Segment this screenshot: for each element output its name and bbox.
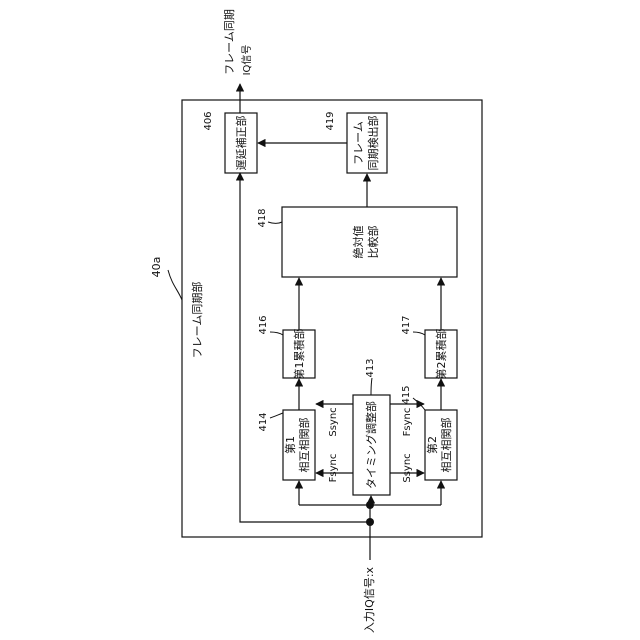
corr1-line1: 第1 (283, 436, 297, 454)
ssync-label-left: Ssync (328, 407, 339, 436)
delay-correction-label: 遅延補正部 (234, 116, 248, 171)
accum1-label: 第1累積部 (292, 329, 306, 380)
corr1-line2: 相互相関部 (297, 418, 311, 473)
timing-ref: 413 (365, 358, 376, 377)
system-title: フレーム同期部 (190, 282, 204, 359)
accum1-ref-leader (270, 332, 283, 335)
frame-sync-detect-line2: 同期検出部 (366, 116, 380, 171)
corr1-ref-leader (270, 413, 283, 418)
corr2-ref: 415 (401, 385, 412, 404)
ssync-label-right: Ssync (402, 453, 413, 482)
frame-sync-detect-ref: 419 (325, 111, 336, 130)
accum2-ref: 417 (401, 315, 412, 334)
abs-compare-line2: 比較部 (366, 226, 380, 259)
abs-compare-line1: 絶対値 (351, 226, 365, 259)
accum2-ref-leader (413, 332, 425, 335)
output-title: フレーム同期 (223, 9, 236, 75)
accum1-ref: 416 (258, 315, 269, 334)
corr2-line1: 第2 (425, 436, 439, 454)
output-subtitle: IQ信号 (241, 45, 253, 76)
corr2-line2: 相互相関部 (439, 418, 453, 473)
accum2-label: 第2累積部 (434, 329, 448, 380)
corr1-ref: 414 (258, 412, 269, 431)
delay-correction-ref: 406 (203, 111, 214, 130)
abs-compare-ref-leader (268, 222, 282, 224)
input-label: 入力IQ信号:x (363, 566, 376, 633)
timing-ref-leader (371, 378, 372, 395)
abs-compare-ref: 418 (257, 208, 268, 227)
timing-label: タイミング調整部 (364, 401, 378, 489)
frame-sync-detect-line1: フレーム (352, 121, 365, 165)
fsync-label-right: Fsync (402, 408, 413, 437)
fsync-label-left: Fsync (328, 454, 339, 483)
system-ref-label: 40a (150, 257, 163, 278)
system-ref-leader (168, 270, 182, 300)
